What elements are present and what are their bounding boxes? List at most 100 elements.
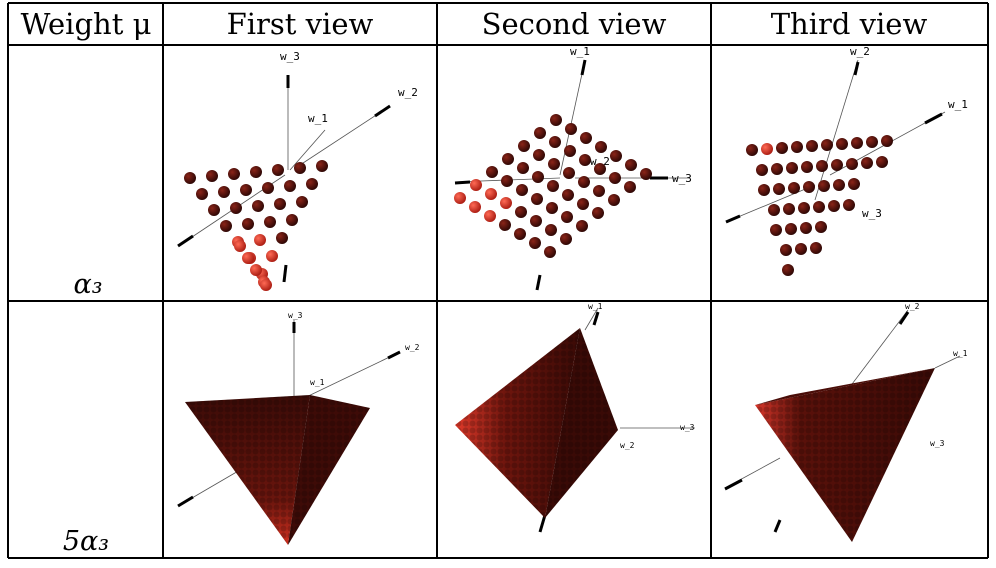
sphere <box>836 138 848 150</box>
sphere <box>548 158 560 170</box>
sphere <box>485 188 497 200</box>
sphere <box>296 196 308 208</box>
axis-label-w3: w_3 <box>862 207 882 220</box>
axis-label-w3: w_3 <box>288 311 303 320</box>
sphere <box>274 198 286 210</box>
sphere <box>780 244 792 256</box>
sphere <box>592 207 604 219</box>
sphere <box>800 222 812 234</box>
axis-label-w1: w_1 <box>570 45 590 58</box>
sphere <box>833 179 845 191</box>
sphere <box>544 246 556 258</box>
sphere <box>262 182 274 194</box>
sphere <box>783 203 795 215</box>
sphere <box>264 216 276 228</box>
plot-r1-first-view: w_3 w_2 w_1 <box>177 50 418 291</box>
sphere <box>242 218 254 230</box>
plot-r2-third-view: w_2 w_1 w_3 <box>724 302 968 542</box>
sphere <box>806 140 818 152</box>
sphere <box>546 202 558 214</box>
sphere-cloud <box>184 160 328 291</box>
sphere <box>610 150 622 162</box>
sphere <box>220 220 232 232</box>
sphere <box>776 142 788 154</box>
sphere-cloud <box>746 135 893 276</box>
sphere <box>501 175 513 187</box>
header-third-view: Third view <box>771 7 928 41</box>
plot-r1-third-view: w_2 w_1 w_3 <box>725 45 968 276</box>
sphere <box>272 164 284 176</box>
plot-r1-second-view: w_1 w_3 w_2 <box>454 45 692 291</box>
sphere <box>286 214 298 226</box>
sphere <box>306 178 318 190</box>
sphere <box>761 143 773 155</box>
sphere <box>625 159 637 171</box>
axis-label-w2: w_2 <box>620 441 635 450</box>
sphere <box>876 156 888 168</box>
sphere <box>785 223 797 235</box>
sphere <box>240 184 252 196</box>
sphere <box>801 161 813 173</box>
sphere <box>208 204 220 216</box>
axis-label-w1: w_1 <box>953 349 968 358</box>
sphere <box>846 158 858 170</box>
row-label-5alpha3: 5α₃ <box>63 526 109 557</box>
row-label-alpha3: α₃ <box>73 269 102 300</box>
sphere <box>770 224 782 236</box>
sphere <box>562 189 574 201</box>
sphere <box>608 194 620 206</box>
sphere <box>502 153 514 165</box>
sphere <box>756 164 768 176</box>
sphere <box>254 234 266 246</box>
sphere <box>218 186 230 198</box>
sphere <box>266 250 278 262</box>
sphere <box>184 172 196 184</box>
sphere <box>640 168 652 180</box>
sphere <box>576 220 588 232</box>
sphere <box>531 193 543 205</box>
sphere <box>284 180 296 192</box>
sphere <box>550 114 562 126</box>
sphere <box>564 145 576 157</box>
sphere <box>803 181 815 193</box>
sphere <box>791 141 803 153</box>
sphere <box>798 202 810 214</box>
sphere <box>206 170 218 182</box>
axis-label-w2: w_2 <box>405 343 420 352</box>
plot-r2-second-view: w_1 w_3 w_2 <box>455 302 695 533</box>
sphere <box>230 202 242 214</box>
sphere <box>851 137 863 149</box>
header-second-view: Second view <box>482 7 667 41</box>
sphere <box>815 221 827 233</box>
axis-label-w2: w_2 <box>590 155 610 168</box>
sphere <box>579 154 591 166</box>
axis-label-w2: w_2 <box>398 86 418 99</box>
sphere <box>484 210 496 222</box>
sphere <box>577 198 589 210</box>
sphere <box>234 240 246 252</box>
sphere <box>816 160 828 172</box>
sphere <box>252 200 264 212</box>
axis-label-w1: w_1 <box>948 98 968 111</box>
sphere <box>294 162 306 174</box>
sphere <box>786 162 798 174</box>
sphere <box>316 160 328 172</box>
sphere <box>818 180 830 192</box>
sphere <box>547 180 559 192</box>
axis-label-w3: w_3 <box>930 439 945 448</box>
sphere <box>813 201 825 213</box>
sphere <box>530 215 542 227</box>
sphere <box>260 279 272 291</box>
sphere <box>624 181 636 193</box>
sphere <box>499 219 511 231</box>
sphere <box>771 163 783 175</box>
axis-w1 <box>289 129 326 171</box>
sphere <box>454 192 466 204</box>
sphere <box>533 149 545 161</box>
sphere <box>565 123 577 135</box>
sphere <box>516 184 528 196</box>
sphere <box>843 199 855 211</box>
header-first-view: First view <box>227 7 374 41</box>
sphere <box>515 206 527 218</box>
sphere <box>810 242 822 254</box>
